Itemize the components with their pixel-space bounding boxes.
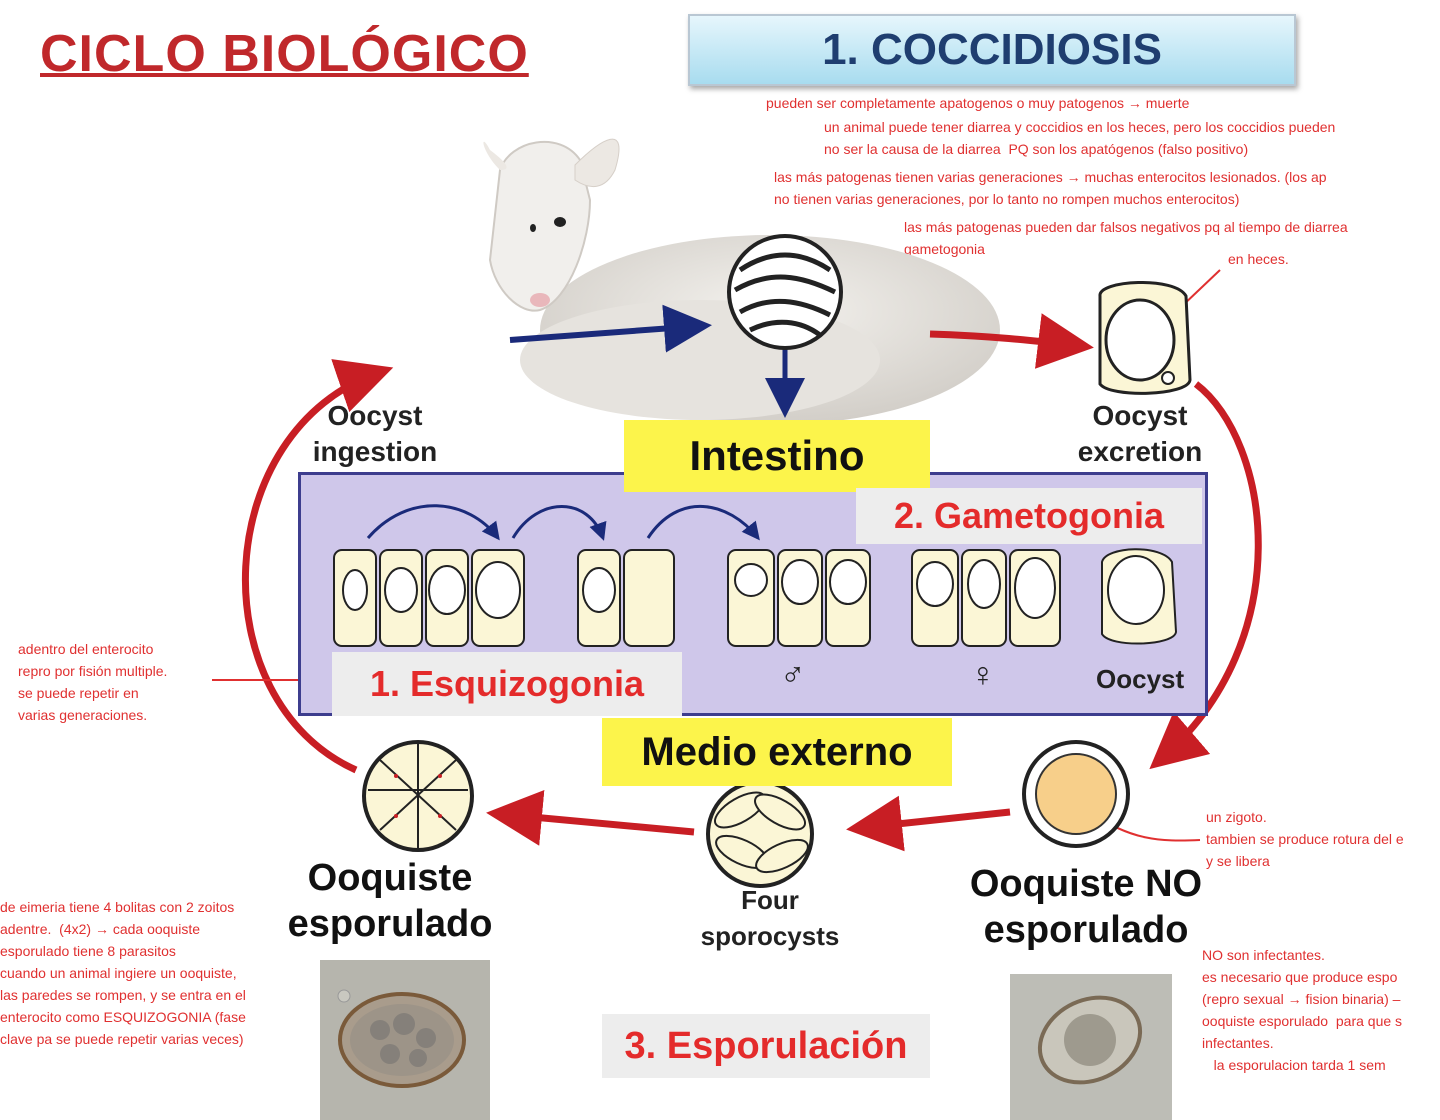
unsporulated-micrograph	[1010, 974, 1172, 1120]
note-eimeria: de eimeria tiene 4 bolitas con 2 zoitos …	[0, 899, 246, 1047]
gametogonia-label: 2. Gametogonia	[856, 488, 1202, 544]
page-title: CICLO BIOLÓGICO	[40, 25, 529, 83]
oocyst-ingestion-label: Oocyst ingestion	[312, 400, 438, 467]
sporulated-oocyst-circle	[362, 740, 474, 852]
note-infectantes: NO son infectantes. es necesario que pro…	[1202, 947, 1403, 1073]
sporulation-arrow	[846, 795, 1011, 852]
intestine-circle	[727, 234, 843, 350]
medio-externo-label: Medio externo	[602, 718, 952, 786]
right-cycle-arrow	[1149, 381, 1262, 770]
ooquiste-esporulado-label: Ooquiste esporulado	[287, 857, 493, 945]
excretion-arrow	[929, 313, 1094, 369]
four-sporocysts-circle	[706, 780, 814, 888]
note-en-heces: en heces.	[1228, 251, 1289, 267]
note-diarrea: un animal puede tener diarrea y coccidio…	[824, 119, 1336, 157]
sporulated-micrograph	[320, 960, 490, 1120]
note-zigoto: un zigoto. tambien se produce rotura del…	[1206, 809, 1404, 869]
oocyst-panel-label: Oocyst	[1096, 664, 1185, 694]
left-cycle-arrow	[241, 359, 394, 774]
esquizogonia-label: 1. Esquizogonia	[332, 652, 682, 716]
coccidiosis-banner: 1. COCCIDIOSIS	[688, 14, 1296, 86]
note-apatogenos: pueden ser completamente apatogenos o mu…	[766, 95, 1190, 111]
enterocyte-cells	[333, 504, 1178, 647]
ooquiste-no-esporulado-label: Ooquiste NO esporulado	[969, 863, 1203, 951]
note-enterocito: adentro del enterocito repro por fisión …	[18, 641, 168, 723]
note-generaciones: las más patogenas tienen varias generaci…	[774, 169, 1327, 207]
four-sporocysts-label: Four sporocysts	[700, 885, 840, 951]
sporulated-arrow	[486, 789, 695, 846]
oocyst-excretion-label: Oocyst excretion	[1077, 400, 1203, 467]
excreted-oocyst	[1098, 280, 1192, 395]
esporulacion-label: 3. Esporulación	[602, 1014, 930, 1078]
intestino-label: Intestino	[624, 420, 930, 492]
unsporulated-oocyst	[1022, 740, 1130, 848]
ingestion-arrow	[509, 304, 712, 353]
note-falsos-negativos: las más patogenas pueden dar falsos nega…	[904, 219, 1348, 257]
male-symbol: ♂	[780, 656, 806, 694]
female-symbol: ♀	[970, 656, 996, 694]
